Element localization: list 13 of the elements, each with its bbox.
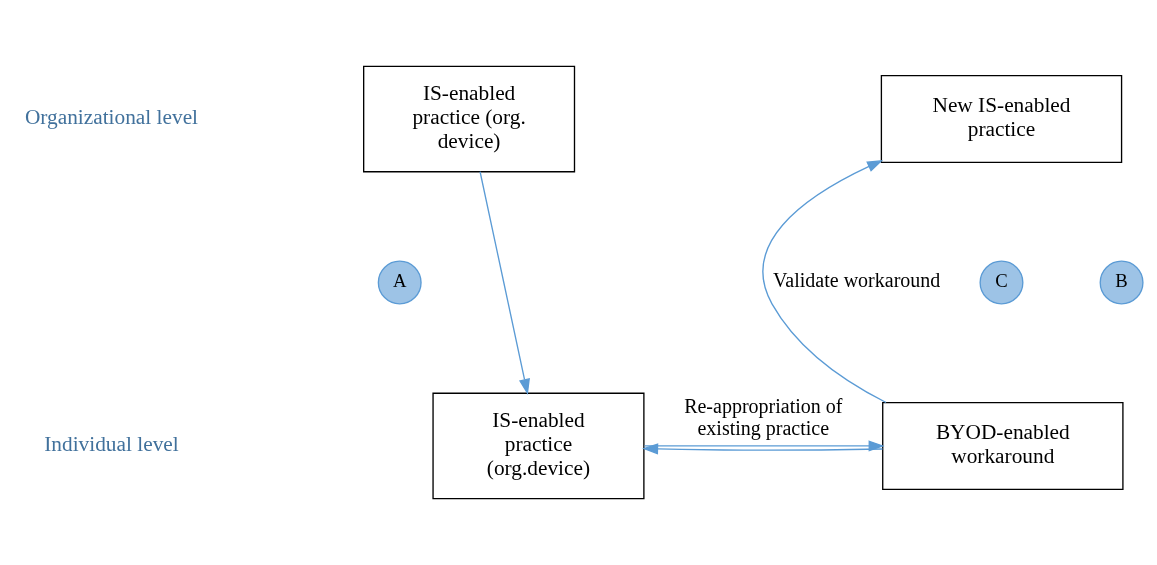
edge-label: Re-appropriation of existing practice — [684, 394, 843, 440]
node-circle: C — [979, 260, 1024, 305]
node-box: New IS-enabled practice — [880, 75, 1123, 164]
node-box: IS-enabled practice (org.device) — [432, 392, 645, 500]
edge-label: Validate workaround — [773, 269, 941, 292]
label: Organizational level — [24, 105, 199, 130]
node-circle: B — [1099, 260, 1144, 305]
arrow — [762, 160, 887, 404]
node-box: IS-enabled practice (org. device) — [363, 65, 576, 173]
node-box: BYOD-enabled workaround — [882, 401, 1124, 490]
node-circle: A — [377, 260, 422, 305]
arrow — [479, 171, 530, 395]
label: Individual level — [44, 432, 179, 457]
